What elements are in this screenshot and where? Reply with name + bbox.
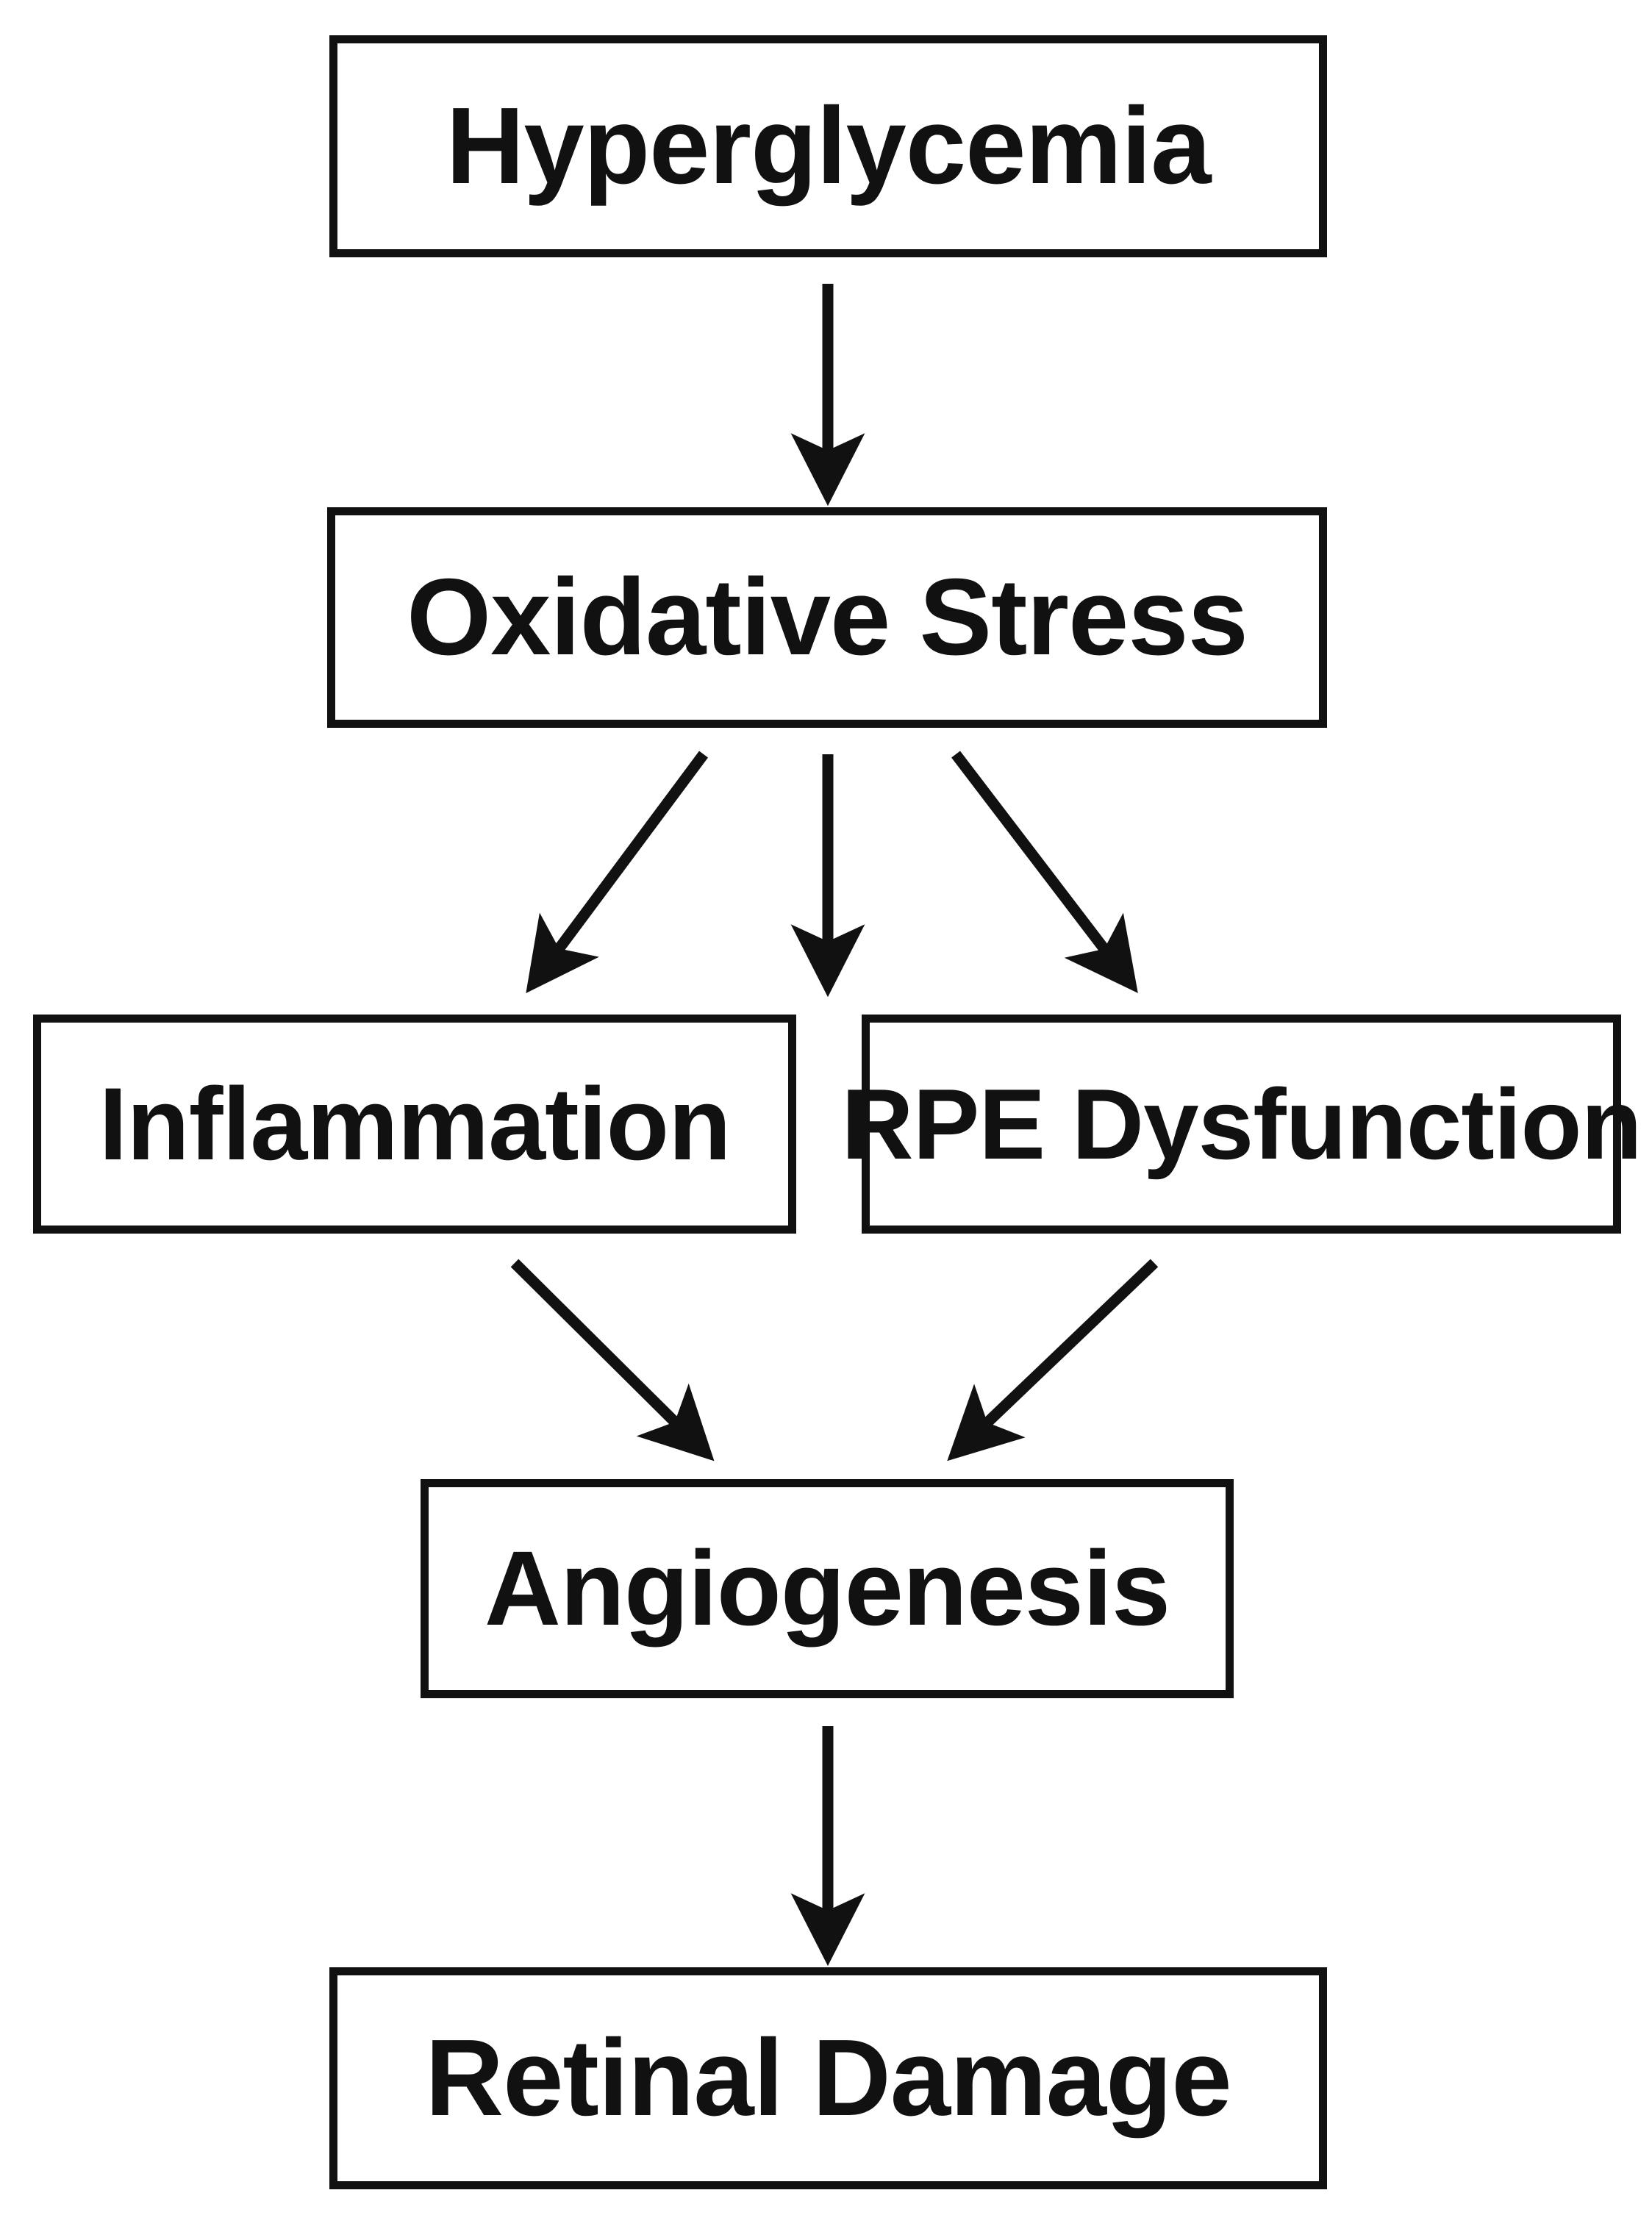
node-rpe-dysfunction[interactable]: RPE Dysfunction (841, 1015, 1642, 1234)
node-angiogenesis-label: Angiogenesis (484, 1529, 1170, 1647)
edge-oxidative-stress-to-inflammation (526, 751, 709, 993)
node-hyperglycemia-label: Hyperglycemia (446, 85, 1212, 207)
node-hyperglycemia[interactable]: Hyperglycemia (329, 35, 1327, 257)
node-oxidative-stress-label: Oxidative Stress (407, 557, 1248, 678)
node-retinal-damage[interactable]: Retinal Damage (329, 1967, 1327, 2189)
edge-inflammation-to-angiogenesis (510, 1259, 715, 1461)
edge-oxidative-stress-to-rpe-dysfunction (951, 751, 1138, 993)
node-inflammation-label: Inflammation (99, 1066, 731, 1181)
node-retinal-damage-label: Retinal Damage (425, 2017, 1231, 2139)
node-angiogenesis[interactable]: Angiogenesis (421, 1479, 1234, 1698)
node-inflammation[interactable]: Inflammation (33, 1015, 796, 1234)
node-oxidative-stress[interactable]: Oxidative Stress (327, 507, 1327, 728)
node-rpe-dysfunction-label: RPE Dysfunction (841, 1068, 1642, 1180)
edge-rpe-dysfunction-to-angiogenesis (947, 1259, 1159, 1461)
